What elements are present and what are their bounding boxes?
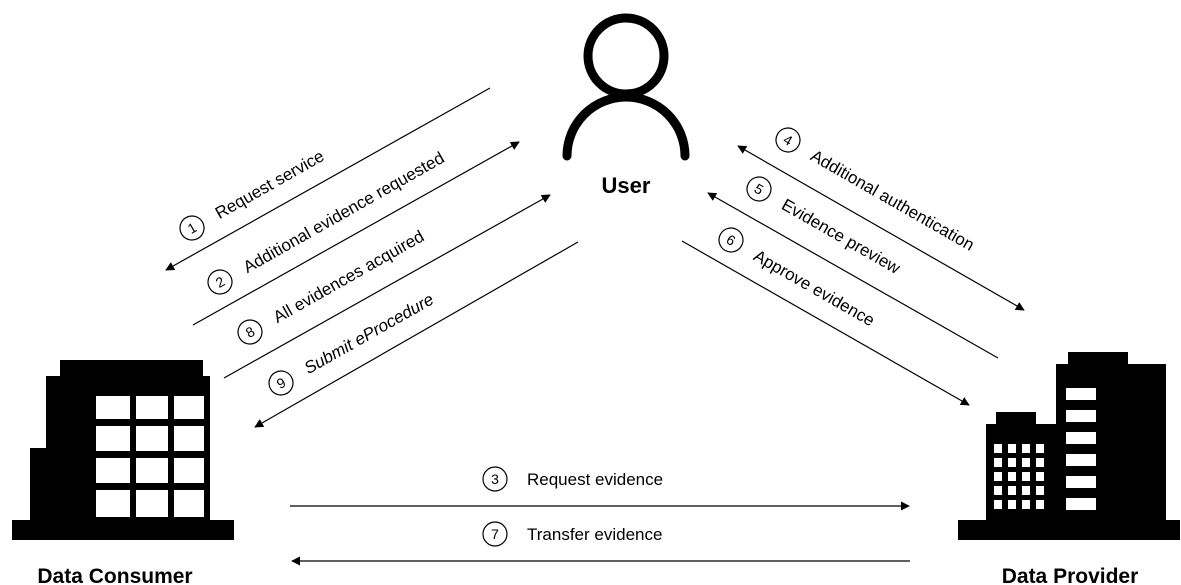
step-number-badge	[179, 215, 205, 241]
data-consumer-label: Data Consumer	[37, 565, 192, 585]
step-number: 7	[491, 526, 499, 542]
arrow-submit-eprocedure	[254, 241, 579, 428]
arrow-approve-evidence	[681, 240, 970, 406]
arrow-request-service	[165, 87, 491, 271]
arrow-evidence-preview	[707, 192, 999, 359]
step-additional-evidence-requested: 2 Additional evidence requested	[207, 148, 448, 295]
step-number-badge	[207, 269, 233, 295]
data-provider-label: Data Provider	[1002, 565, 1139, 585]
arrow-additional-evidence-requested	[192, 141, 520, 326]
user-label: User	[602, 173, 651, 198]
step-number-badge	[482, 521, 508, 547]
step-number-badge	[718, 227, 744, 253]
arrow-additional-authentication	[737, 145, 1025, 311]
step-number-badge	[268, 370, 294, 396]
step-label: Approve evidence	[750, 246, 878, 330]
data-provider-building-icon	[958, 352, 1180, 540]
step-number-badge	[482, 466, 508, 492]
step-label: Evidence preview	[778, 195, 904, 278]
arrow-all-evidences-acquired	[223, 194, 551, 379]
step-number-badge	[237, 319, 263, 345]
step-number-badge	[746, 176, 772, 202]
step-number: 3	[491, 471, 499, 487]
step-request-evidence: 3 Request evidence	[482, 466, 663, 492]
step-number-badge	[775, 127, 801, 153]
data-consumer-building-icon	[12, 360, 234, 540]
step-transfer-evidence: 7 Transfer evidence	[482, 521, 662, 547]
user-icon	[562, 13, 690, 161]
step-label: Transfer evidence	[527, 525, 662, 544]
step-label: Request evidence	[527, 470, 663, 489]
step-additional-authentication: 4 Additional authentication	[775, 127, 978, 255]
step-label: Additional evidence requested	[240, 148, 448, 277]
